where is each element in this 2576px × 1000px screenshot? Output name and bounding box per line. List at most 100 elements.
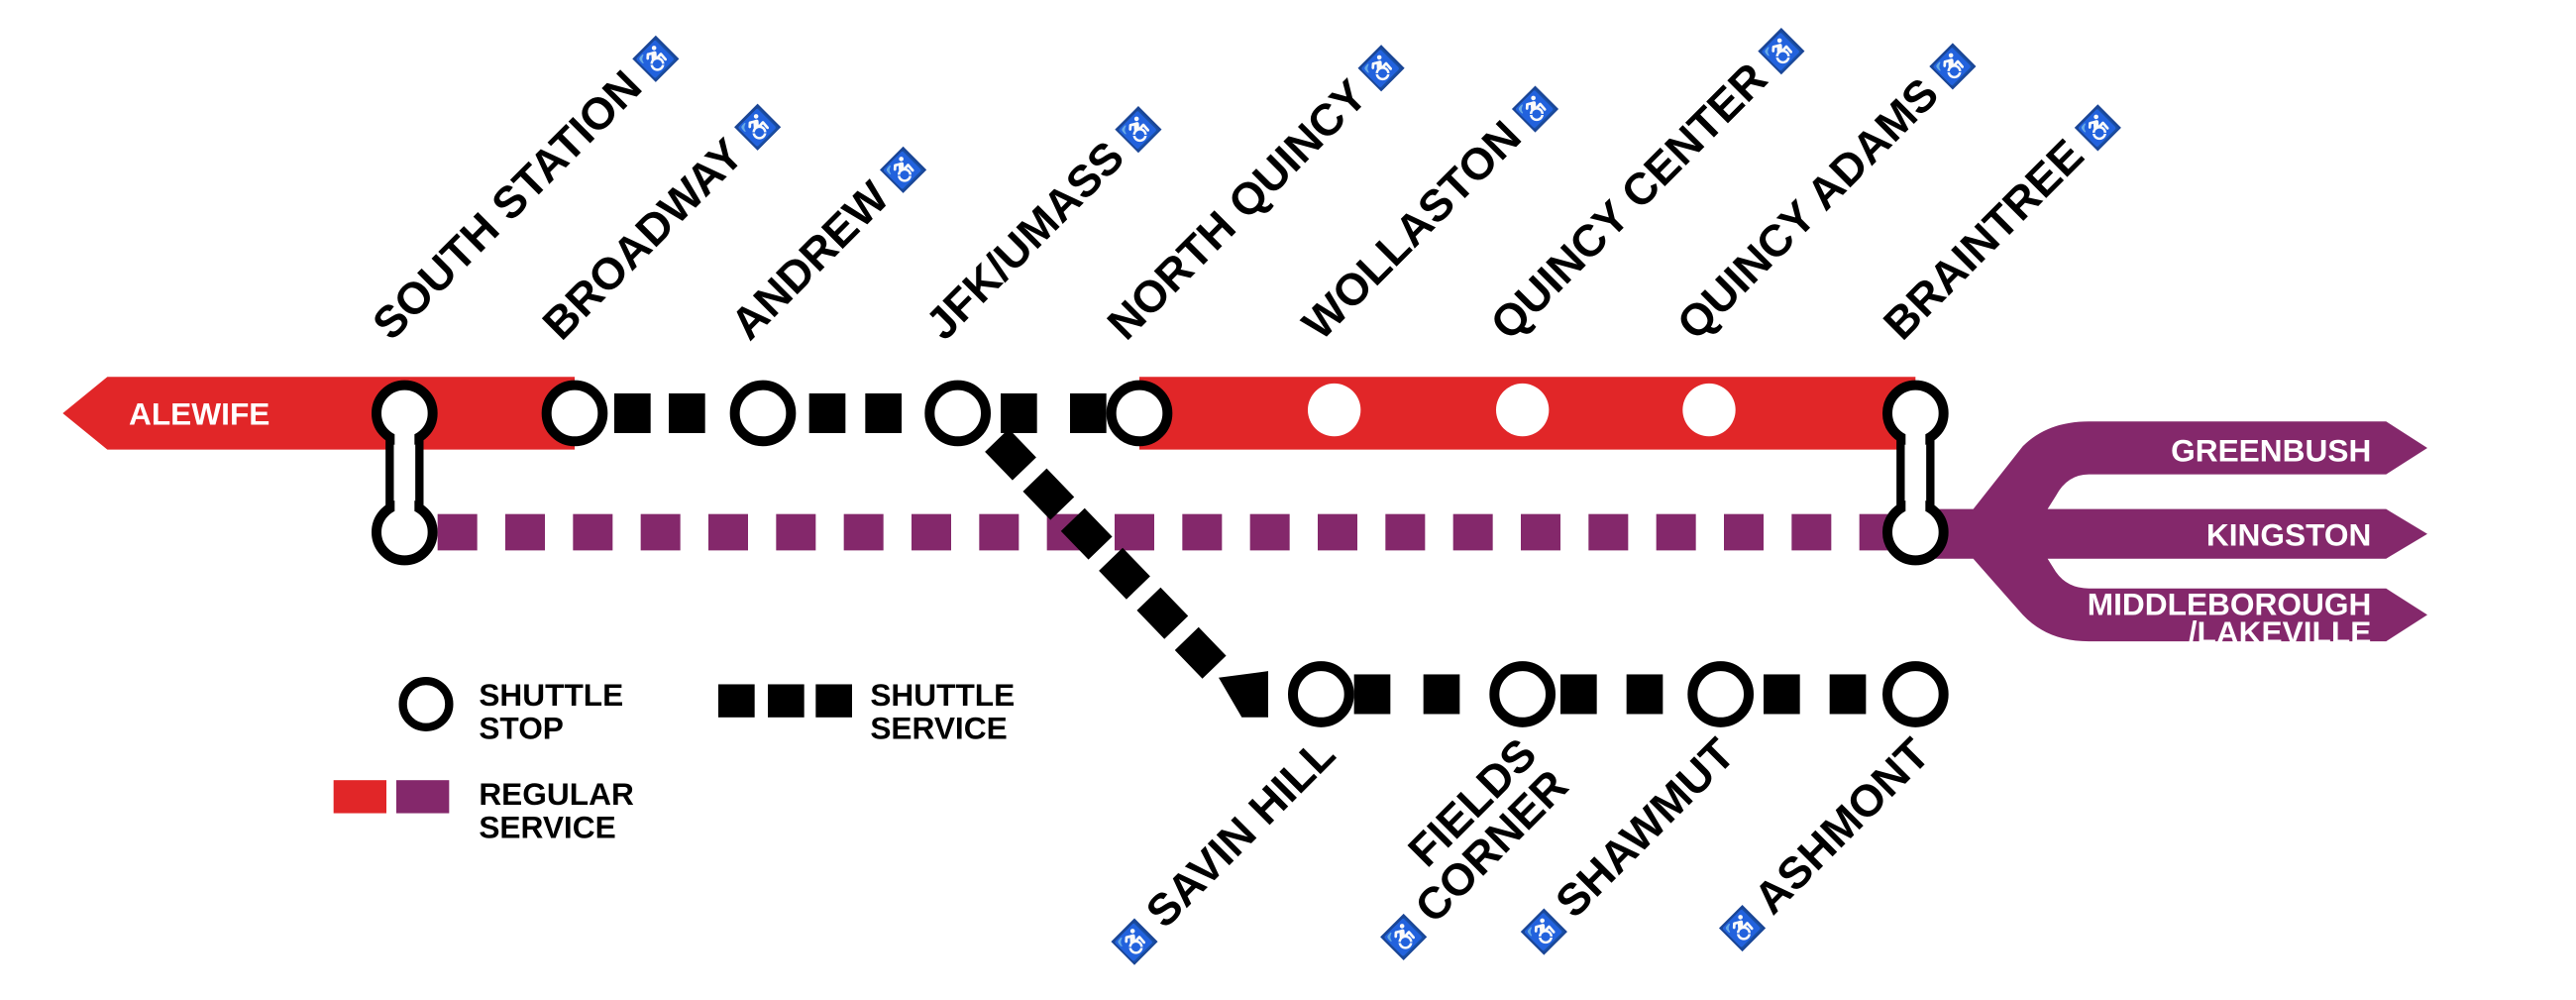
commuter-rail-dash — [640, 513, 681, 551]
commuter-rail-dash — [1249, 513, 1290, 551]
station-label: SHAWMUT♿ — [1520, 728, 1744, 955]
shuttle-service-dash — [1022, 468, 1075, 520]
commuter-rail-dash — [708, 513, 748, 551]
shuttle-service-dash — [614, 392, 651, 433]
accessible-icon: ♿ — [734, 103, 782, 151]
commuter-rail-dash — [912, 513, 951, 551]
accessible-icon: ♿ — [1511, 85, 1559, 133]
wheelchair-icon: ♿ — [1113, 920, 1157, 964]
shuttle-service-dash — [669, 392, 705, 433]
accessible-icon: ♿ — [1520, 908, 1567, 955]
shuttle-service-dash — [1353, 674, 1391, 715]
station-label: QUINCY CENTER♿ — [1480, 28, 1805, 349]
shuttle-service-dash — [1560, 674, 1597, 715]
station-label: ANDREW♿ — [721, 146, 927, 350]
shuttle-stop — [924, 380, 992, 447]
shuttle-service-dash — [985, 428, 1036, 481]
alewife-terminus-label: ALEWIFE — [129, 396, 269, 432]
legend-label: SHUTTLE — [479, 677, 623, 713]
shuttle-stop — [1882, 380, 1949, 447]
wheelchair-icon: ♿ — [1720, 906, 1765, 950]
shuttle-service-dash — [1423, 674, 1460, 715]
wheelchair-icon: ♿ — [1117, 107, 1161, 152]
shuttle-service-dash — [1626, 674, 1664, 715]
transfer-connector-fill — [394, 432, 415, 513]
branch-label: GREENBUSH — [2171, 432, 2371, 468]
legend-shuttle-service-icon — [768, 684, 805, 718]
commuter-rail-dash — [1115, 513, 1154, 551]
commuter-rail-dash — [437, 513, 478, 551]
shuttle-service-dash — [1764, 674, 1800, 715]
shuttle-stop — [1882, 499, 1949, 566]
station-label: SOUTH STATION♿ — [363, 35, 680, 349]
station-stops — [372, 380, 1949, 727]
accessible-icon: ♿ — [1929, 43, 1977, 90]
legend-shuttle-stop-icon — [398, 676, 454, 731]
shuttle-stop — [1106, 380, 1173, 447]
station-name: ASHMONT — [1744, 728, 1939, 924]
wheelchair-icon: ♿ — [1931, 45, 1976, 89]
accessible-icon: ♿ — [1758, 28, 1805, 75]
commuter-rail-dash — [843, 513, 884, 551]
shuttle-stop — [541, 380, 608, 447]
station-name: SAVIN HILL — [1136, 728, 1344, 938]
accessible-icon-bg — [1758, 28, 1805, 75]
wheelchair-icon: ♿ — [2076, 106, 2120, 151]
shuttle-stop — [1288, 661, 1354, 727]
accessible-icon: ♿ — [880, 146, 927, 193]
wheelchair-icon: ♿ — [1760, 29, 1804, 73]
shuttle-service-dash — [1099, 547, 1150, 600]
accessible-icon: ♿ — [1357, 45, 1405, 92]
commuter-rail-dash — [505, 513, 545, 551]
transfer-connector-fill — [1905, 432, 1926, 513]
commuter-rail-dash — [1182, 513, 1223, 551]
shuttle-service-dash — [1136, 587, 1189, 639]
legend-label: SERVICE — [870, 710, 1007, 745]
station-name: ANDREW — [721, 171, 900, 350]
accessible-icon: ♿ — [1111, 918, 1158, 965]
commuter-rail-dash — [1452, 513, 1493, 551]
wheelchair-icon: ♿ — [1522, 910, 1566, 954]
commuter-rail-dash — [573, 513, 613, 551]
station-stop-regular — [1496, 383, 1550, 437]
commuter-rail-dash — [1791, 513, 1832, 551]
wheelchair-icon: ♿ — [1359, 46, 1404, 90]
station-stop-regular — [1308, 383, 1361, 437]
commuter-rail-dash — [1724, 513, 1764, 551]
accessible-icon: ♿ — [1718, 904, 1767, 952]
legend-label: SERVICE — [479, 810, 615, 845]
shuttle-stop — [729, 380, 797, 447]
shuttle-service-dash — [865, 392, 902, 433]
red-line-alewife-segment — [62, 377, 576, 450]
legend-shuttle-service-icon — [718, 684, 755, 718]
station-labels: SOUTH STATION♿BROADWAY♿ANDREW♿JFK/UMASS♿… — [363, 28, 2372, 965]
legend-label: STOP — [479, 710, 564, 745]
shuttle-service-dash — [1070, 392, 1107, 433]
accessible-icon: ♿ — [2074, 104, 2121, 152]
shuttle-stop — [1882, 661, 1949, 727]
station-stop-regular — [1682, 383, 1736, 437]
branch-label: KINGSTON — [2206, 516, 2371, 552]
accessible-icon: ♿ — [1115, 106, 1162, 154]
accessible-icon: ♿ — [632, 35, 680, 82]
commuter-rail-dash — [1588, 513, 1629, 551]
station-label: SAVIN HILL♿ — [1111, 728, 1344, 965]
commuter-rail-dash — [1318, 513, 1357, 551]
shuttle-service-dash — [1001, 392, 1037, 433]
accessible-icon-bg — [1357, 45, 1405, 92]
legend-purple-swatch — [396, 780, 450, 814]
legend-label: REGULAR — [479, 776, 634, 812]
wheelchair-icon: ♿ — [1513, 87, 1557, 132]
station-name: BRAINTREE — [1874, 130, 2093, 350]
commuter-rail-dash — [1656, 513, 1696, 551]
station-name: SHAWMUT — [1546, 728, 1744, 928]
legend-label: SHUTTLE — [870, 677, 1015, 713]
branch-label: /LAKEVILLE — [2189, 614, 2372, 650]
shuttle-service-dash — [808, 392, 846, 433]
shuttle-stop — [372, 499, 438, 566]
commuter-rail-dash — [776, 513, 816, 551]
wheelchair-icon: ♿ — [633, 37, 678, 81]
shuttle-service-dash — [1219, 671, 1268, 718]
legend-red-swatch — [333, 780, 386, 814]
